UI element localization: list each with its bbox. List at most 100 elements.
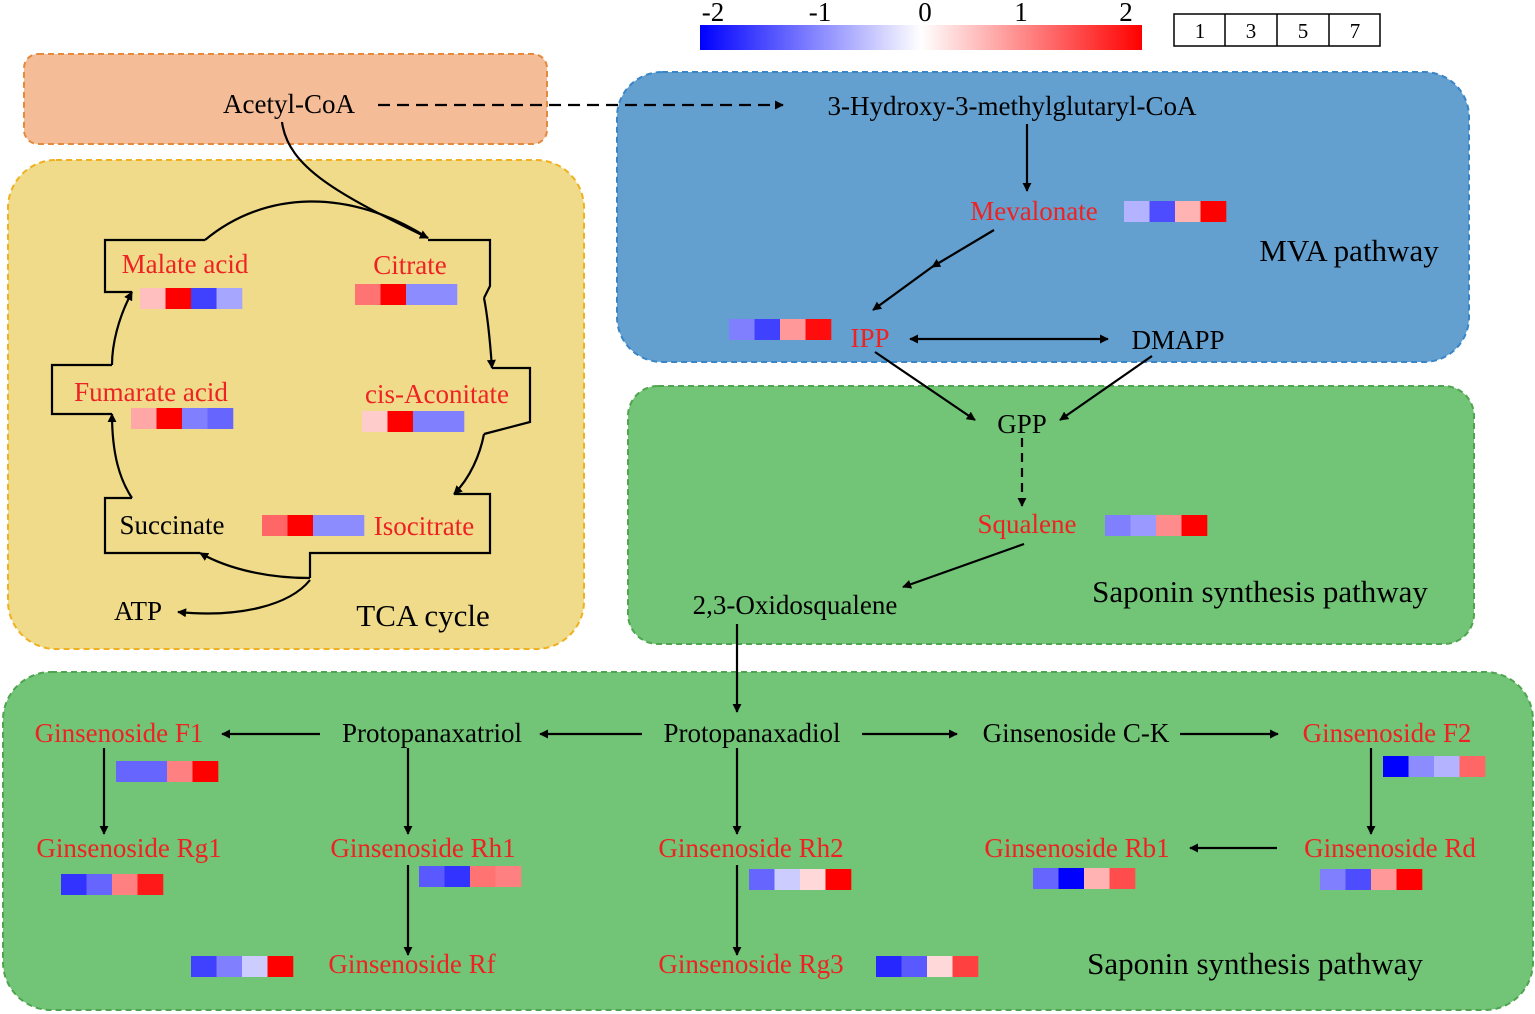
label-ginsenoside-rg3: Ginsenoside Rg3 (658, 949, 843, 979)
heatmap-cell (61, 874, 87, 895)
heatmap-cell (825, 869, 852, 890)
heatmap-cell (419, 866, 445, 887)
label-saponin-lower: Saponin synthesis pathway (1087, 946, 1423, 981)
heatmap-ginsenoside-f1 (116, 761, 219, 782)
heatmap-cell (86, 874, 113, 895)
scale-tick-2: 2 (1119, 0, 1133, 27)
saponin-lower-region (2, 671, 1534, 1011)
heatmap-cell (1175, 201, 1201, 222)
heatmap-cell (116, 761, 142, 782)
acetyl-coa-region (23, 53, 548, 145)
heatmap-malate (140, 288, 243, 309)
label-ginsenoside-ck: Ginsenoside C-K (983, 718, 1170, 748)
heatmap-cell (413, 411, 439, 432)
heatmap-cell (800, 869, 826, 890)
heatmap-cell (1181, 515, 1208, 536)
heatmap-squalene (1105, 515, 1208, 536)
label-ginsenoside-rh1: Ginsenoside Rh1 (330, 833, 515, 863)
heatmap-cell (313, 515, 339, 536)
label-fumarate: Fumarate acid (74, 377, 228, 407)
heatmap-ginsenoside-f2 (1383, 756, 1486, 777)
tca-arc-fumarate-to-malate (110, 291, 133, 366)
pathway-arrows (99, 100, 1376, 956)
heatmap-cell (216, 956, 243, 977)
heatmap-cell (444, 866, 471, 887)
tca-arc-citrate-to-aconitate (482, 297, 496, 369)
heatmap-cell (1434, 756, 1460, 777)
heatmap-cell (267, 956, 294, 977)
heatmap-cell (1383, 756, 1409, 777)
arrow-dmapp-to-gpp (1059, 355, 1153, 421)
heatmap-ginsenoside-rg3 (876, 956, 979, 977)
heatmap-cell (1033, 868, 1059, 889)
label-succinate: Succinate (120, 510, 225, 540)
label-citrate: Citrate (373, 250, 446, 280)
label-ginsenoside-rb1: Ginsenoside Rb1 (984, 833, 1169, 863)
heatmap-cell (438, 411, 465, 432)
heatmap-ginsenoside-rg1 (61, 874, 164, 895)
heatmap-cell (495, 866, 522, 887)
label-malate: Malate acid (122, 249, 249, 279)
heatmap-cell (1058, 868, 1085, 889)
tca-arc-succinate-to-fumarate (107, 413, 133, 499)
heatmap-ginsenoside-rh2 (749, 869, 852, 890)
heatmap-cell (338, 515, 365, 536)
heatmap-cell (140, 288, 166, 309)
color-scale-bar (700, 25, 1142, 50)
scale-tick-0: 0 (918, 0, 932, 27)
heatmap-cell (1320, 869, 1346, 890)
tca-arc-aconitate-to-isocitrate (453, 433, 486, 495)
label-ginsenoside-rd: Ginsenoside Rd (1304, 833, 1476, 863)
label-gpp: GPP (997, 409, 1047, 439)
label-ginsenoside-rf: Ginsenoside Rf (328, 949, 495, 979)
label-ginsenoside-rg1: Ginsenoside Rg1 (36, 833, 221, 863)
heatmap-cell (262, 515, 288, 536)
arrow-acetyl-to-citrate (280, 121, 429, 239)
heatmap-cell (729, 319, 755, 340)
heatmap-cell (1130, 515, 1157, 536)
heatmap-cell (927, 956, 953, 977)
label-saponin-upper: Saponin synthesis pathway (1092, 574, 1428, 609)
label-protopanaxatriol: Protopanaxatriol (342, 718, 522, 748)
heatmap-cell (431, 284, 458, 305)
mva-pathway-region (616, 71, 1470, 363)
heatmap-cell (1156, 515, 1182, 536)
heatmap-cell (901, 956, 928, 977)
sample-key-3: 3 (1246, 19, 1257, 43)
heatmap-cell (192, 761, 219, 782)
label-hmg-coa: 3-Hydroxy-3-methylglutaryl-CoA (828, 91, 1197, 121)
heatmap-cell (216, 288, 243, 309)
heatmap-cell (749, 869, 775, 890)
label-dmapp: DMAPP (1131, 325, 1224, 355)
tca-arc-malate-to-citrate (204, 200, 429, 241)
heatmap-cell (1345, 869, 1372, 890)
label-ginsenoside-rh2: Ginsenoside Rh2 (658, 833, 843, 863)
heatmap-ginsenoside-rb1 (1033, 868, 1136, 889)
heatmap-strips (61, 201, 1486, 977)
heatmap-cell (167, 761, 193, 782)
label-ginsenoside-f2: Ginsenoside F2 (1303, 718, 1472, 748)
heatmap-cell (362, 411, 388, 432)
label-ipp: IPP (850, 323, 889, 353)
heatmap-cell (131, 408, 157, 429)
heatmap-cell (406, 284, 432, 305)
sample-key-7: 7 (1350, 19, 1361, 43)
heatmap-cell (1200, 201, 1227, 222)
saponin-upper-region (627, 385, 1475, 645)
label-squalene: Squalene (978, 509, 1077, 539)
tca-cycle-region (7, 159, 585, 650)
label-isocitrate: Isocitrate (374, 511, 474, 541)
label-acetyl-coa: Acetyl-CoA (223, 89, 355, 119)
sample-key: 1 3 5 7 (1173, 13, 1381, 47)
scale-tick-neg2: -2 (702, 0, 725, 27)
heatmap-cell (165, 288, 192, 309)
scale-tick-neg1: -1 (809, 0, 832, 27)
heatmap-cell (1124, 201, 1150, 222)
tca-arrow-to-atp (177, 579, 311, 618)
scale-tick-1: 1 (1014, 0, 1028, 27)
heatmap-cell (112, 874, 138, 895)
heatmap-isocitrate (262, 515, 365, 536)
label-oxidosqualene: 2,3-Oxidosqualene (693, 590, 898, 620)
tca-arc-isocitrate-to-succinate (199, 552, 311, 580)
label-atp: ATP (114, 596, 162, 626)
